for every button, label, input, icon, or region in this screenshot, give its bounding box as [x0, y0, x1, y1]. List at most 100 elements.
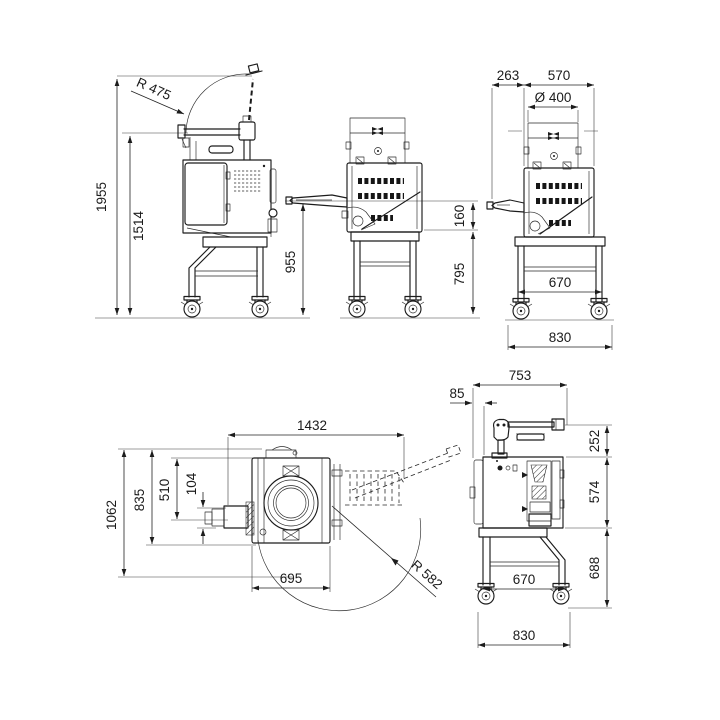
- dim-body-width: 570: [524, 68, 594, 88]
- dim-label-bowl-diameter: Ø 400: [535, 90, 572, 105]
- machine-body-plan: [251, 446, 343, 544]
- dim-lever-gap: 160: [452, 203, 476, 229]
- side-knob: [268, 208, 278, 218]
- dim-label-leg-span: 670: [549, 275, 572, 290]
- stand-front: [509, 236, 611, 320]
- caster-wheel: [587, 297, 611, 320]
- bowl-opening: [263, 475, 319, 531]
- brand-plate-marks: [536, 183, 582, 226]
- swing-arc: [257, 517, 421, 612]
- dim-label-depth-835: 835: [132, 489, 147, 512]
- lid-swing-arc: [185, 73, 250, 134]
- lid-arm-closed: [177, 115, 256, 161]
- stand-front: [345, 231, 425, 318]
- vent-grille: [234, 170, 262, 192]
- arm-open-plan: [345, 444, 462, 506]
- caster-wheel: [509, 297, 533, 320]
- hopper-front: [345, 117, 410, 164]
- dim-label-offset-104: 104: [184, 472, 199, 495]
- dim-leg-span: 670: [483, 572, 565, 592]
- dim-label-overall-depth: 753: [509, 368, 532, 383]
- arm-handle: [516, 433, 545, 441]
- machine-body-side: [469, 456, 565, 529]
- machine-body-front: [523, 161, 595, 238]
- dim-label-stand-height: 688: [587, 557, 602, 580]
- control-button: [497, 465, 503, 471]
- dim-label-overall-width: 830: [549, 330, 572, 345]
- dim-depth-510: 510: [157, 459, 180, 519]
- extension-lines: [285, 200, 480, 319]
- dim-label-swing-radius: R 475: [134, 75, 173, 103]
- front-view-right: 263 570 Ø 400: [486, 68, 614, 350]
- lever-front: [285, 194, 348, 208]
- dim-label-body-height: 574: [587, 480, 602, 503]
- brand-plate-marks: [358, 178, 404, 221]
- dim-body-height: 574: [587, 458, 610, 527]
- dim-overall-depth: 753: [473, 368, 567, 388]
- dim-stand-height: 795: [452, 232, 476, 314]
- extension-lines: [118, 437, 405, 592]
- dim-label-stand-height: 795: [452, 263, 467, 286]
- dim-label-front-offset: 85: [449, 386, 464, 401]
- dim-label-body-width: 570: [548, 68, 571, 83]
- side-door: [184, 162, 228, 226]
- dim-body-depth: 695: [252, 571, 330, 591]
- lid-arm-open: [245, 63, 263, 121]
- hopper-front: [523, 122, 582, 169]
- dim-bowl-diameter: Ø 400: [528, 90, 578, 110]
- dim-label-leg-span: 670: [513, 572, 536, 587]
- press-arm: [491, 418, 565, 459]
- dim-label-overall-length: 1432: [297, 418, 327, 433]
- dim-label-depth-510: 510: [157, 479, 172, 502]
- stand-side: [474, 527, 573, 605]
- machine-body-side: [182, 159, 278, 238]
- dim-label-body-depth: 695: [280, 571, 303, 586]
- dim-overall-depth: 1062: [104, 450, 127, 576]
- lid-clamp: [372, 127, 383, 135]
- extension-lines: [472, 388, 612, 648]
- control-button: [505, 465, 511, 471]
- dim-swing-radius: R 475: [130, 75, 185, 115]
- dim-label-overall-width: 830: [513, 628, 536, 643]
- dim-label-lever-gap: 160: [452, 205, 467, 228]
- dim-label-arm-height: 1514: [131, 210, 146, 241]
- top-view: 1432 1062 835 510 104 695: [104, 418, 462, 612]
- dim-label-total-height: 1955: [94, 182, 109, 212]
- cutting-mechanism: [522, 460, 565, 527]
- bowl-edge: [189, 137, 197, 160]
- caster-wheel: [401, 295, 425, 318]
- dim-overall-width: 830: [508, 330, 612, 350]
- front-view-middle: 955 160 795: [283, 117, 480, 319]
- machine-body-front: [341, 156, 423, 233]
- dim-total-height: 1955: [94, 79, 120, 315]
- dim-arm-height: 1514: [127, 136, 146, 315]
- dim-swing-radius: R 582: [257, 505, 445, 612]
- outlet-chute-plan: [204, 501, 255, 536]
- caster-wheel: [180, 295, 204, 318]
- dim-label-overall-depth: 1062: [104, 500, 119, 530]
- extension-lines: [95, 75, 310, 319]
- extension-lines: [491, 88, 614, 350]
- caster-wheel: [248, 295, 272, 318]
- dim-stand-height: 688: [587, 529, 610, 607]
- dim-depth-835: 835: [132, 450, 155, 544]
- dim-front-offset: 85: [449, 386, 497, 406]
- dim-label-lever-height: 955: [283, 251, 298, 274]
- dim-overall-width: 830: [478, 628, 570, 648]
- dim-lever-height: 955: [283, 204, 306, 315]
- dim-label-swing-radius: R 582: [408, 557, 445, 592]
- caster-wheel: [345, 295, 369, 318]
- caster-wheel: [549, 582, 573, 605]
- caster-wheel: [474, 582, 498, 605]
- dim-label-head-height: 252: [587, 430, 602, 453]
- dim-offset-104: 104: [184, 472, 206, 544]
- dim-head-height: 252: [587, 426, 610, 456]
- dim-label-side-overhang: 263: [497, 68, 520, 83]
- dim-leg-span: 670: [518, 275, 602, 295]
- side-view-right: 753 85 252 574 688: [449, 368, 612, 648]
- dim-side-overhang: 263: [492, 68, 524, 88]
- bowl-clamps: [282, 465, 300, 541]
- side-view-left: 1955 1514 R 475: [94, 63, 310, 319]
